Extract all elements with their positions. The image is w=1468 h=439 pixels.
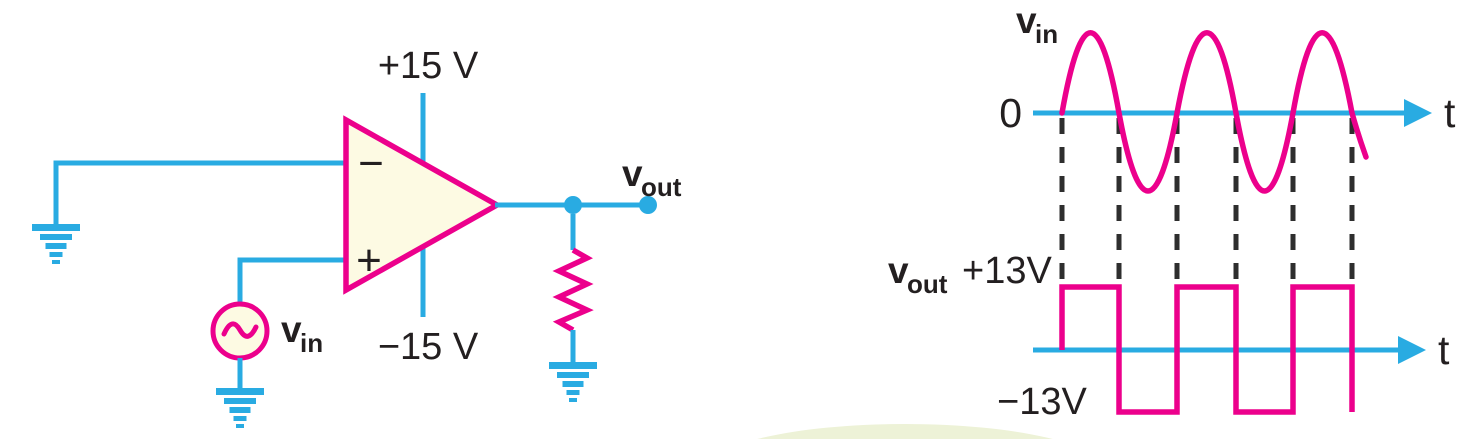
vin-source-label: v (281, 309, 302, 350)
output-terminal-dot (639, 196, 657, 214)
inverting-pin-label: − (358, 139, 384, 188)
ground-icon (549, 362, 597, 402)
junction-dot (564, 196, 582, 214)
input-waveform: t 0 v in (999, 0, 1456, 194)
input-signal-label-sub: in (1035, 19, 1058, 49)
input-signal-label: v (1016, 0, 1037, 41)
circuit-diagram: v in − + +15 V −15 V v out (32, 45, 682, 428)
axis-arrow-icon (1404, 99, 1432, 127)
output-signal-label-sub: out (907, 269, 948, 299)
vout-label: v (622, 153, 643, 194)
output-time-label: t (1438, 327, 1450, 373)
sine-wave-trace (1059, 30, 1369, 194)
inverting-input-wire (53, 160, 346, 224)
noninverting-pin-label: + (356, 236, 382, 285)
ground-icon (216, 388, 264, 428)
vout-label-sub: out (641, 172, 682, 202)
output-signal-label: v (888, 250, 909, 291)
negative-supply-label: −15 V (378, 326, 479, 368)
square-wave-trace (1059, 284, 1355, 415)
input-time-label: t (1444, 90, 1456, 136)
waveform-plots: t 0 v in t v out +13V −13V (888, 0, 1456, 423)
ground-icon (32, 224, 80, 264)
high-level-label: +13V (962, 250, 1052, 292)
background-watermark (757, 424, 1053, 439)
vin-source-label-sub: in (300, 328, 323, 358)
output-waveform: t v out +13V −13V (888, 250, 1450, 423)
axis-arrow-icon (1398, 336, 1426, 364)
low-level-label: −13V (997, 381, 1087, 423)
zero-crossing-guides (1059, 118, 1355, 286)
zero-label: 0 (999, 90, 1022, 136)
sine-symbol-icon (221, 321, 259, 339)
positive-supply-label: +15 V (378, 45, 479, 87)
opamp-triangle (343, 115, 503, 295)
noninverting-input-wire (237, 257, 346, 304)
resistor-icon (552, 247, 594, 333)
